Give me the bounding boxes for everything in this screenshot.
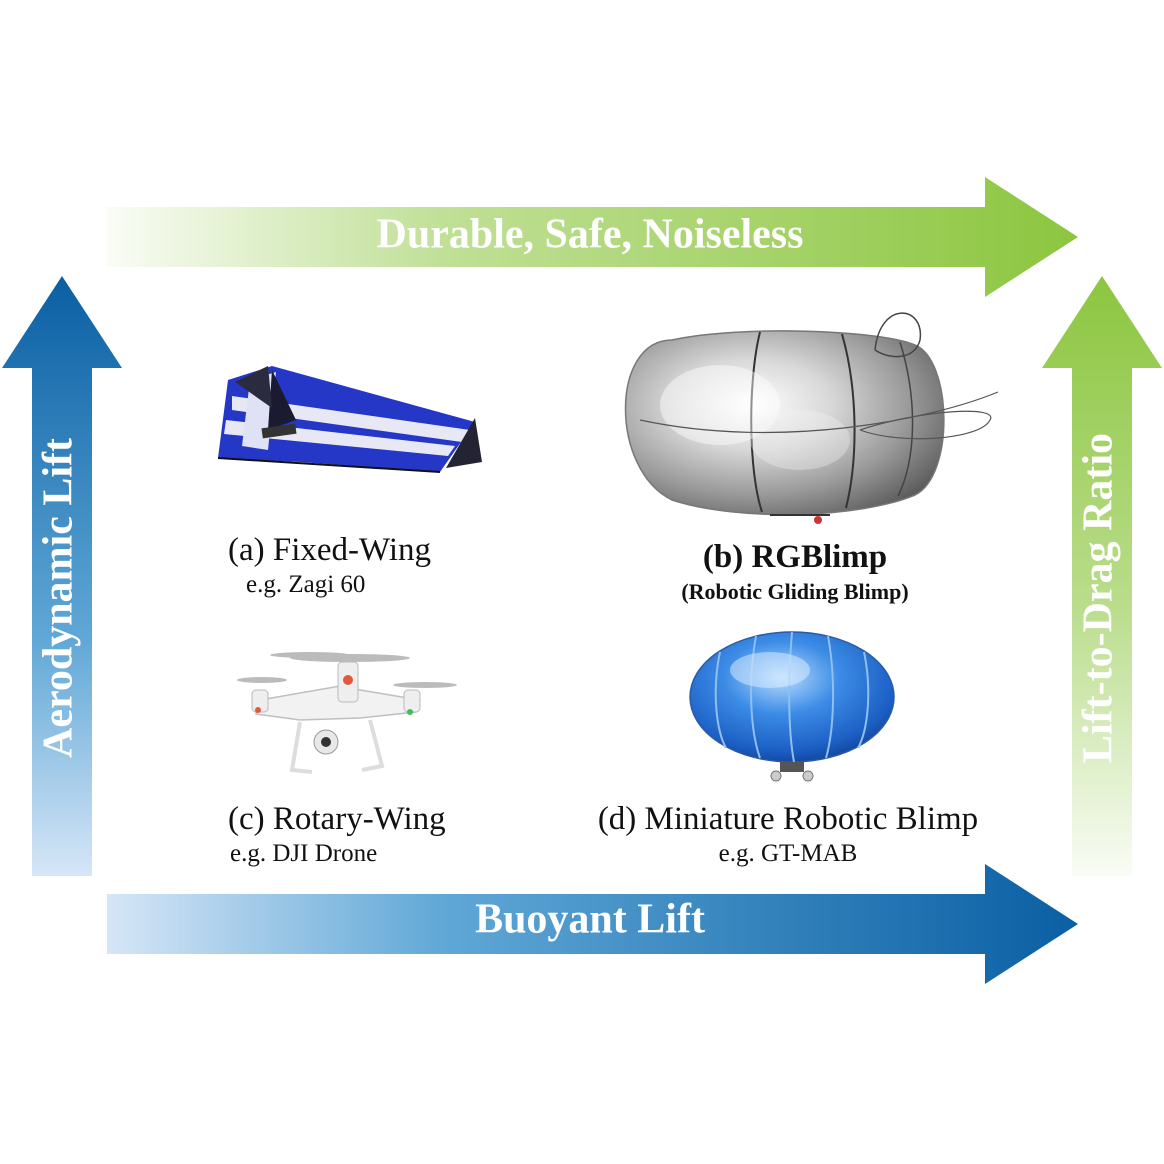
quadcopter-icon <box>237 652 457 774</box>
bottom-arrow-label: Buoyant Lift <box>475 897 705 943</box>
miniature-blimp-title: (d) Miniature Robotic Blimp <box>597 801 979 837</box>
caption-fixed-wing: (a) Fixed-Wing e.g. Zagi 60 <box>208 531 468 601</box>
bottom-arrow: Buoyant Lift <box>107 864 1078 984</box>
caption-rotary-wing: (c) Rotary-Wing e.g. DJI Drone <box>210 800 490 870</box>
fixed-wing-subtitle: e.g. Zagi 60 <box>246 571 366 598</box>
rgblimp-subtitle: (Robotic Gliding Blimp) <box>681 579 909 604</box>
top-arrow-label: Durable, Safe, Noiseless <box>377 212 804 258</box>
silver-blimp-icon <box>624 312 999 524</box>
right-arrow-label: Lift-to-Drag Ratio <box>1076 433 1122 763</box>
fixed-wing-title: (a) Fixed-Wing <box>228 532 432 568</box>
rotary-wing-subtitle: e.g. DJI Drone <box>230 840 378 867</box>
top-arrow: Durable, Safe, Noiseless <box>107 177 1078 297</box>
left-arrow: Aerodynamic Lift <box>2 276 122 876</box>
caption-rgblimp: (b) RGBlimp (Robotic Gliding Blimp) <box>600 538 990 608</box>
caption-miniature-blimp: (d) Miniature Robotic Blimp e.g. GT-MAB <box>580 800 996 870</box>
blue-blimp-icon <box>689 631 895 782</box>
miniature-blimp-subtitle: e.g. GT-MAB <box>718 840 858 867</box>
right-arrow: Lift-to-Drag Ratio <box>1042 276 1162 876</box>
rotary-wing-title: (c) Rotary-Wing <box>228 801 446 837</box>
flying-wing-icon <box>217 366 482 473</box>
rgblimp-title: (b) RGBlimp <box>702 539 888 575</box>
left-arrow-label: Aerodynamic Lift <box>36 438 82 758</box>
